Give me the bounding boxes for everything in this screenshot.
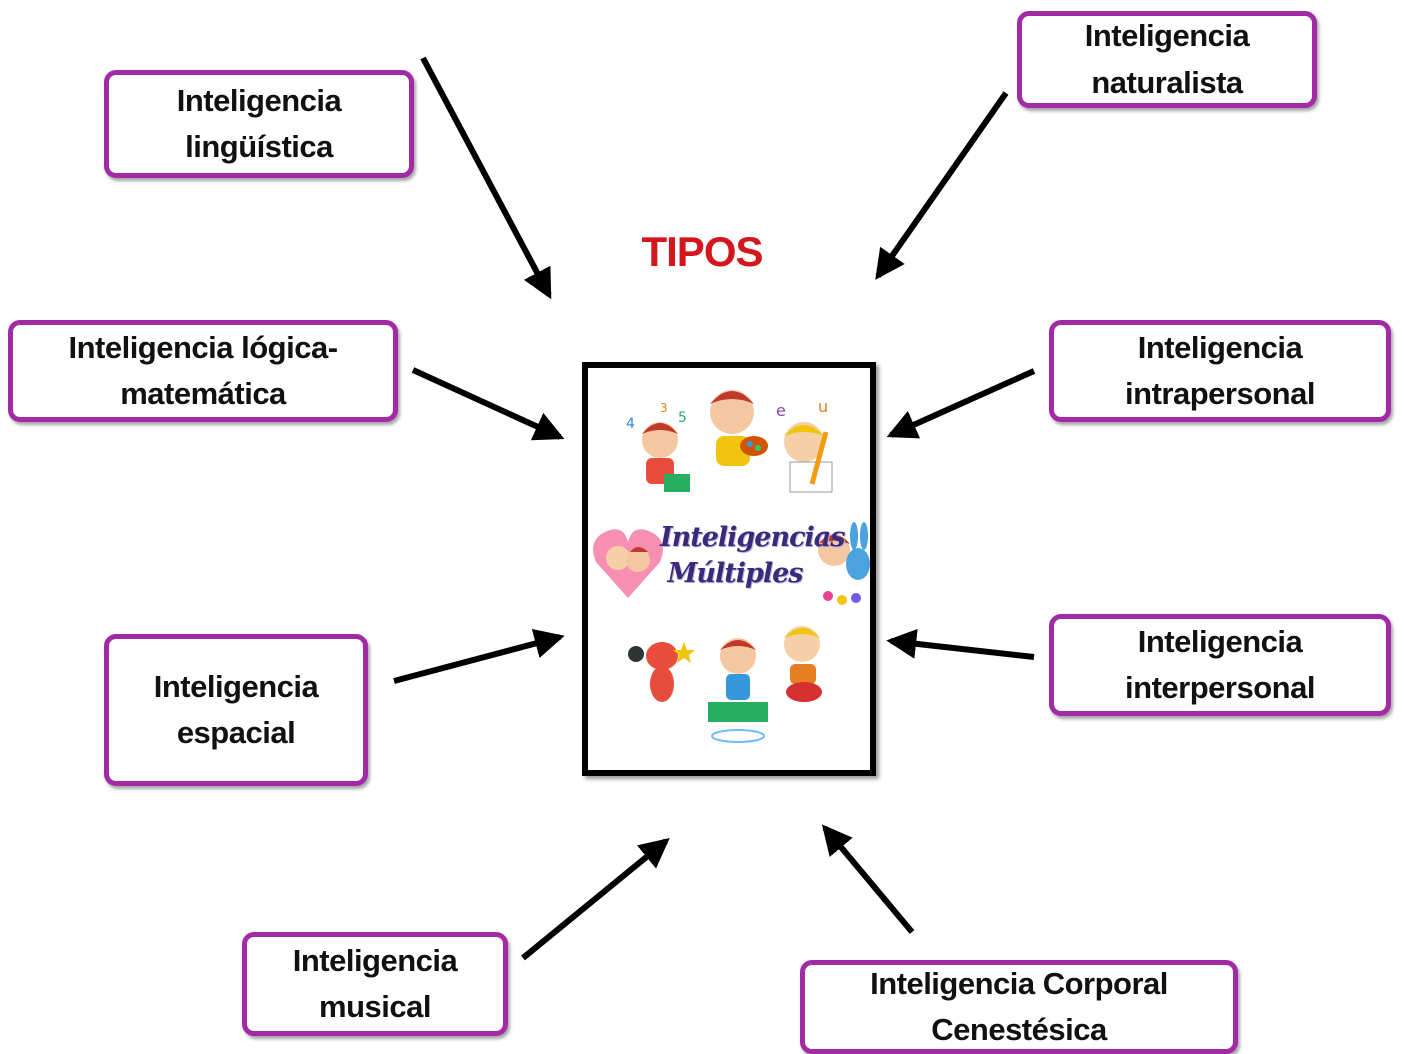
type-box-intrapersonal: Inteligencia intrapersonal <box>1049 320 1391 422</box>
kid-painter-illustration <box>710 390 768 466</box>
type-label-line2: espacial <box>176 715 296 750</box>
arrow-naturalista <box>875 91 1009 280</box>
type-label: Inteligencia musical <box>292 942 458 1025</box>
arrow-logica <box>411 367 565 441</box>
type-label: Inteligencia naturalista <box>1084 18 1250 100</box>
center-illustration: 4 5 3 e u <box>582 362 876 776</box>
arrow-espacial <box>393 628 565 684</box>
type-box-naturalista: Inteligencia naturalista <box>1017 11 1317 108</box>
type-box-linguistica: Inteligencia lingüística <box>104 70 414 178</box>
type-box-logica: Inteligencia lógica-matemática <box>8 320 398 422</box>
type-label: Inteligencia interpersonal <box>1125 623 1315 706</box>
type-label: Inteligencia intrapersonal <box>1125 329 1315 412</box>
svg-text:5: 5 <box>678 410 687 426</box>
arrow-musical <box>521 837 670 961</box>
type-label: Inteligencia lógica-matemática <box>68 329 338 412</box>
type-label-line1: Inteligencia <box>153 668 319 704</box>
svg-text:3: 3 <box>660 401 668 415</box>
diagram-title: TIPOS <box>641 228 763 275</box>
kid-drummer-illustration <box>784 626 822 702</box>
arrow-linguistica <box>420 56 552 300</box>
arrow-intrapersonal <box>886 368 1036 439</box>
center-title-line1: Inteligencias <box>660 522 846 553</box>
center-title: Inteligencias Múltiples <box>660 520 846 593</box>
kid-writer-illustration: e u <box>776 397 833 493</box>
kid-jumping-illustration <box>708 638 768 743</box>
arrow-corporal <box>821 824 915 934</box>
type-box-interpersonal: Inteligencia interpersonal <box>1049 614 1391 716</box>
type-box-corporal: Inteligencia Corporal Cenestésica <box>800 960 1238 1054</box>
svg-text:e: e <box>776 401 786 420</box>
type-label: Inteligencia Corporal Cenestésica <box>870 965 1168 1048</box>
type-box-musical: Inteligencia musical <box>242 932 508 1036</box>
center-title-line2: Múltiples <box>667 558 803 590</box>
type-label: Inteligencia lingüística <box>176 82 342 165</box>
type-box-espacial: Inteligencia espacial <box>104 634 368 786</box>
kid-numbers-illustration: 4 5 3 <box>626 401 690 492</box>
kid-bunny-illustration <box>818 522 870 605</box>
arrow-interpersonal <box>886 628 1035 660</box>
svg-text:4: 4 <box>626 416 635 432</box>
svg-text:u: u <box>818 397 828 416</box>
kid-heart-illustration <box>593 529 663 598</box>
kid-dog-illustration <box>628 642 695 702</box>
